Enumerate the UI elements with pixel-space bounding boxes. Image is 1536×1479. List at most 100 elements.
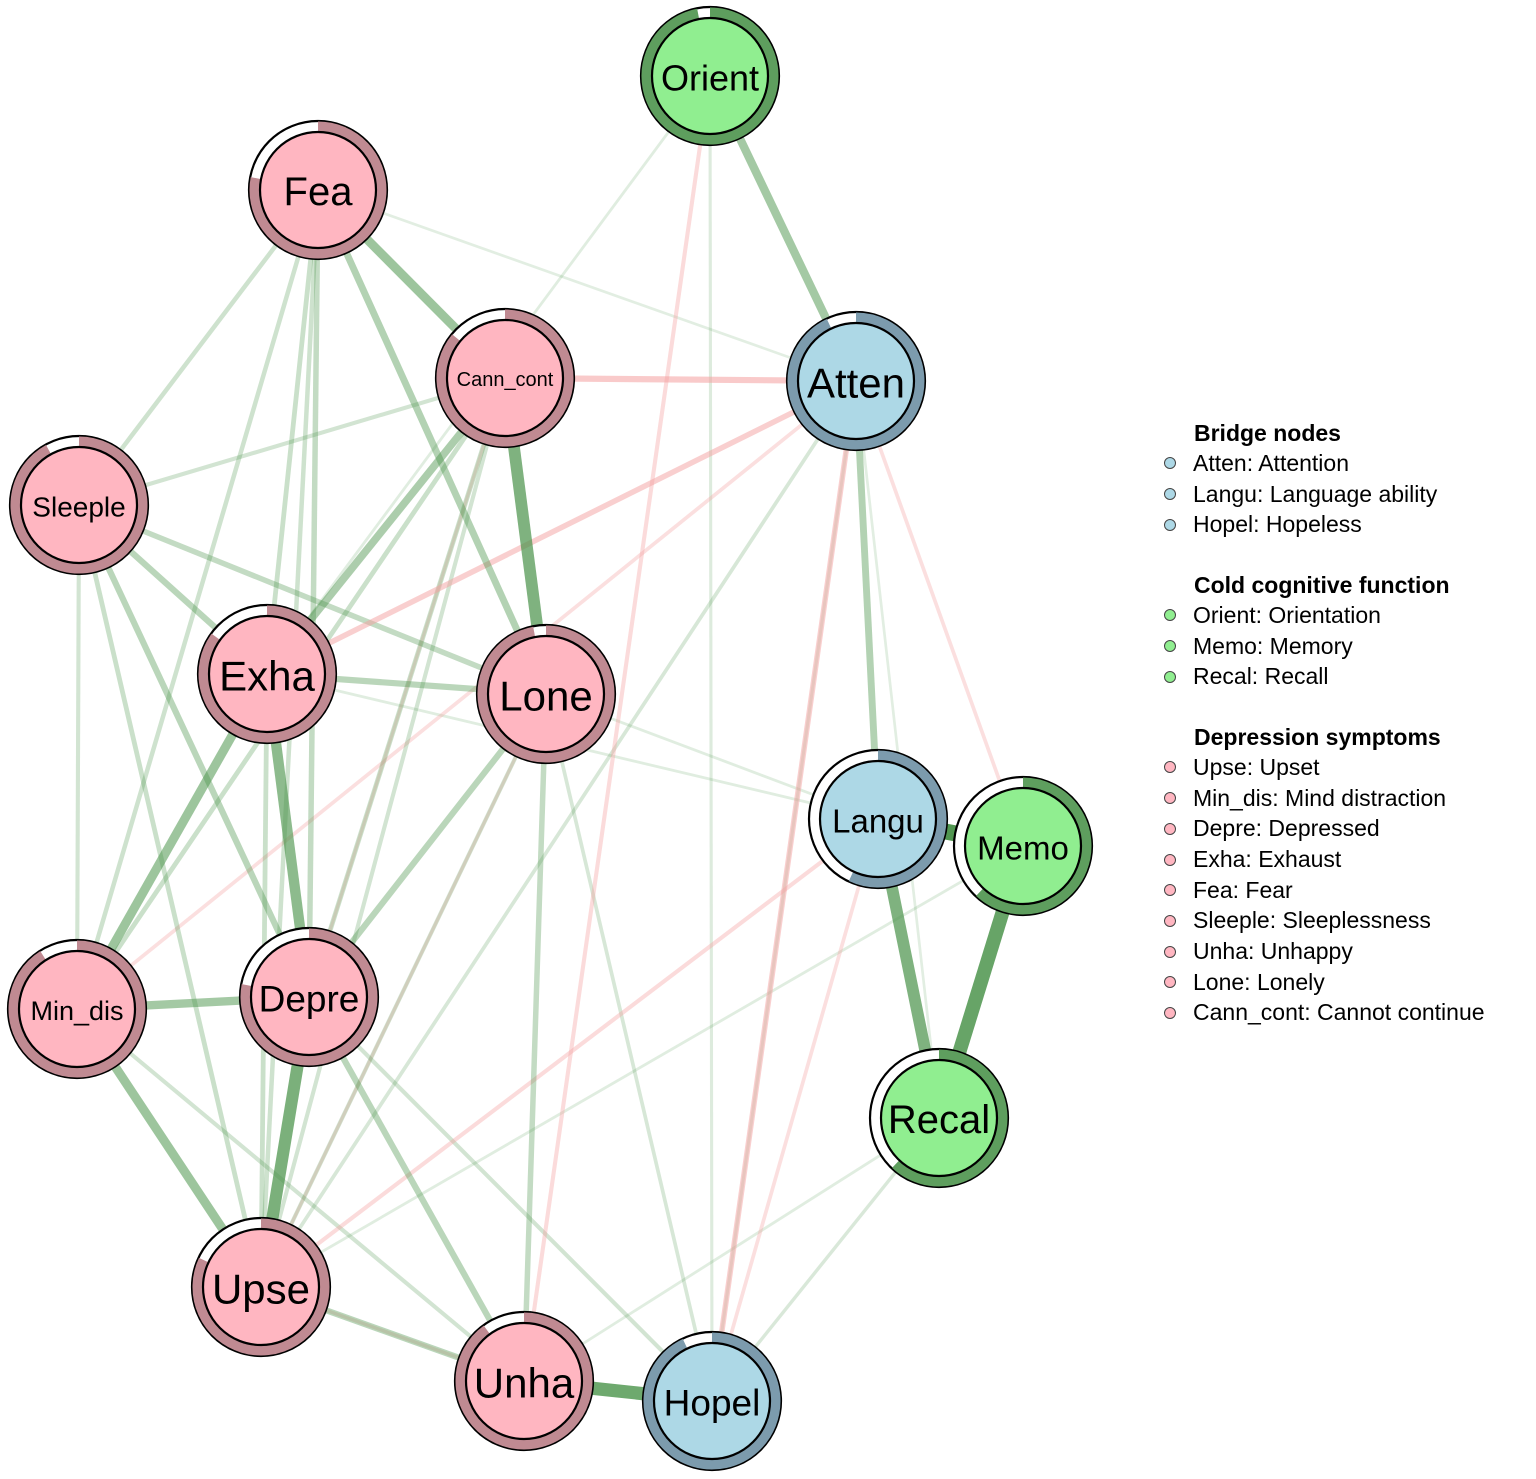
- legend-item-label: Min_dis: Mind distraction: [1193, 784, 1447, 811]
- node-fill: [796, 321, 916, 441]
- edge-atten-recal: [854, 380, 941, 1119]
- node-exha: Exha: [196, 603, 338, 745]
- legend-item: Recal: Recall: [1162, 661, 1532, 692]
- legend-marker-icon: [1164, 609, 1176, 622]
- predictability-arc: [436, 309, 574, 447]
- legend-group-title: Cold cognitive function: [1194, 572, 1450, 599]
- node-fill: [17, 949, 137, 1069]
- legend-item-label: Cann_cont: Cannot continue: [1193, 999, 1485, 1026]
- node-fill: [486, 634, 606, 754]
- predictability-arc: [198, 605, 336, 743]
- node-langu: Langu: [807, 748, 949, 890]
- node-fill: [19, 445, 139, 565]
- node-label: Memo: [977, 830, 1069, 867]
- edge-lone-unha: [521, 693, 549, 1382]
- node-sleeple: Sleeple: [8, 434, 150, 576]
- node-label: Sleeple: [32, 492, 125, 523]
- node-fea: Fea: [247, 119, 389, 261]
- node-label: Atten: [807, 360, 905, 407]
- node-upse: Upse: [190, 1216, 332, 1358]
- legend-item: Upse: Upset: [1162, 752, 1532, 783]
- legend-marker-icon: [1164, 457, 1176, 470]
- node-label: Lone: [499, 673, 592, 720]
- node-label: Cann_cont: [457, 369, 554, 391]
- predictability-arc: [787, 312, 925, 450]
- node-atten: Atten: [785, 310, 927, 452]
- edge-sleeple-upse: [76, 504, 264, 1288]
- edge-langu-hopel: [710, 818, 880, 1402]
- node-fill: [818, 759, 938, 879]
- node-label: Unha: [474, 1360, 575, 1407]
- legend-item-label: Upse: Upset: [1193, 753, 1320, 780]
- legend-item: Atten: Attention: [1162, 448, 1532, 479]
- edge-atten-upse: [259, 379, 858, 1289]
- node-fill: [445, 318, 565, 438]
- edge-exha-atten: [265, 378, 858, 677]
- edge-cann_cont-upse: [259, 377, 507, 1288]
- predictability-arc: [641, 7, 779, 145]
- legend-marker-icon: [1164, 853, 1176, 866]
- edge-orient-hopel: [708, 75, 714, 1402]
- node-label: Min_dis: [30, 996, 123, 1026]
- node-fill: [258, 130, 378, 250]
- edge-lone-upse: [259, 693, 548, 1288]
- node-fill: [652, 1341, 772, 1461]
- legend-marker-icon: [1164, 914, 1176, 927]
- edge-fea-depre: [306, 189, 321, 998]
- legend-item-label: Depre: Depressed: [1193, 815, 1380, 842]
- edge-fea-exha: [264, 189, 321, 675]
- edge-atten-memo: [854, 380, 1025, 847]
- predictability-arc: [892, 1049, 1008, 1187]
- legend-marker-icon: [1164, 670, 1176, 683]
- edge-sleeple-min_dis: [74, 504, 82, 1010]
- predictability-arc: [240, 928, 378, 1066]
- edge-fea-min_dis: [74, 189, 321, 1010]
- edge-orient-unha: [521, 75, 713, 1382]
- legend-item: Sleeple: Sleeplessness: [1162, 906, 1532, 937]
- node-unha: Unha: [453, 1310, 595, 1452]
- node-orient: Orient: [639, 5, 781, 147]
- node-label: Upse: [212, 1266, 310, 1313]
- edge-depre-hopel: [307, 995, 714, 1403]
- node-label: Depre: [259, 979, 360, 1020]
- legend-item-label: Sleeple: Sleeplessness: [1193, 907, 1431, 934]
- legend-item-label: Unha: Unhappy: [1193, 938, 1353, 965]
- node-label: Langu: [832, 803, 924, 840]
- legend-item-label: Fea: Fear: [1193, 876, 1293, 903]
- legend-item: Min_dis: Mind distraction: [1162, 783, 1532, 814]
- edge-upse-langu: [259, 817, 880, 1289]
- legend-item: Exha: Exhaust: [1162, 844, 1532, 875]
- legend-marker-icon: [1164, 945, 1176, 958]
- node-label: Hopel: [664, 1383, 761, 1424]
- edge-sleeple-depre: [76, 503, 312, 999]
- predictability-arc: [10, 436, 148, 574]
- predictability-arc: [8, 940, 146, 1078]
- edge-min_dis-unha: [75, 1007, 526, 1383]
- edge-sleeple-cann_cont: [78, 376, 506, 507]
- legend-item: Orient: Orientation: [1162, 600, 1532, 631]
- node-fill: [207, 614, 327, 734]
- node-fill: [249, 937, 369, 1057]
- legend-item-label: Lone: Lonely: [1193, 968, 1325, 995]
- node-fill: [963, 786, 1083, 906]
- node-min_dis: Min_dis: [6, 938, 148, 1080]
- legend-item: Langu: Language ability: [1162, 479, 1532, 510]
- node-label: Exha: [219, 653, 315, 700]
- edge-sleeple-lone: [77, 502, 548, 697]
- legend-marker-icon: [1164, 1006, 1176, 1019]
- node-hopel: Hopel: [641, 1330, 783, 1472]
- legend-item-label: Orient: Orientation: [1193, 601, 1381, 628]
- edge-atten-langu: [852, 380, 882, 820]
- node-recal: Recal: [868, 1047, 1010, 1189]
- legend-marker-icon: [1164, 822, 1176, 835]
- node-lone: Lone: [475, 623, 617, 765]
- legend-group-title: Bridge nodes: [1194, 420, 1341, 446]
- node-memo: Memo: [952, 775, 1094, 917]
- legend-item-label: Langu: Language ability: [1193, 480, 1438, 507]
- predictability-arc: [976, 777, 1092, 915]
- legend-item-label: Hopel: Hopeless: [1193, 511, 1362, 538]
